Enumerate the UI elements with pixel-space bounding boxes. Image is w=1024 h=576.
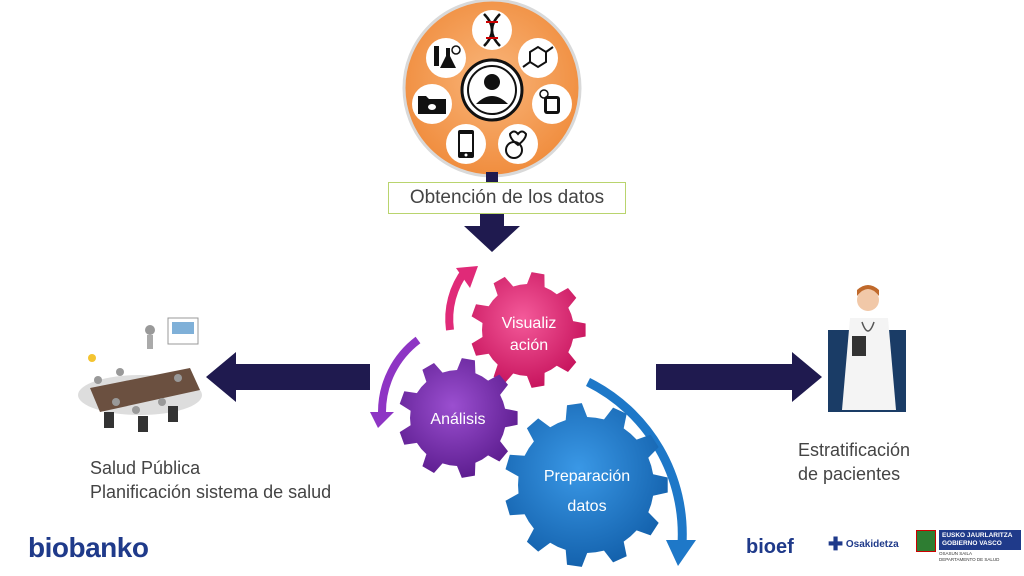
- gear-visualization-label: Visualiz ación: [484, 313, 574, 357]
- osakidetza-cross-icon: ✚: [828, 534, 844, 554]
- dna-icon: [472, 10, 512, 50]
- gear-visualization: [471, 272, 586, 388]
- gear-visualization-label-line-1: Visualiz: [501, 315, 557, 332]
- gear-preparation-label: Preparación datos: [522, 462, 652, 522]
- doctor-illustration: [828, 285, 906, 412]
- pink-arrowhead: [456, 266, 478, 288]
- coat-of-arms-icon: [916, 530, 936, 552]
- blue-arrowhead: [666, 540, 696, 566]
- blue-cycle-arrow: [585, 377, 687, 545]
- basque-government-logo: EUSKO JAURLARITZA GOBIERNO VASCO OSASUN …: [916, 530, 1021, 563]
- molecule-icon: [518, 38, 558, 78]
- phone-activity-icon: [446, 124, 486, 164]
- purple-cycle-arrow: [378, 336, 421, 413]
- bioef-logo: bioef: [746, 536, 794, 558]
- gear-pink-shape: [471, 272, 586, 388]
- public-health-caption: Salud Pública Planificación sistema de s…: [90, 456, 331, 504]
- gov-department: OSASUN SAILA DEPARTAMENTO DE SALUD: [939, 551, 1021, 563]
- patients-line: de pacientes: [798, 464, 901, 484]
- gear-preparation-label-line-1: Preparación: [543, 468, 631, 485]
- gov-line-basque: EUSKO JAURLARITZA: [942, 532, 1013, 539]
- data-acquisition-label: Obtención de los datos: [388, 182, 626, 214]
- user-icon: [460, 58, 524, 122]
- planning-line: Planificación sistema de salud: [90, 482, 332, 502]
- data-sources-wheel: [402, 0, 582, 178]
- gov-dept-spanish: DEPARTAMENTO DE SALUD: [939, 557, 1000, 562]
- folder-icon: [412, 84, 452, 124]
- lab-flask-icon: [426, 38, 466, 78]
- gov-line-spanish: GOBIERNO VASCO: [942, 540, 1002, 547]
- osakidetza-logo: ✚ Osakidetza: [828, 534, 899, 555]
- heart-clock-icon: [498, 124, 538, 164]
- gear-analysis-label: Análisis: [430, 411, 486, 428]
- biobanko-logo: biobanko: [28, 532, 149, 563]
- meeting-room-illustration: [78, 317, 202, 432]
- gov-name-box: EUSKO JAURLARITZA GOBIERNO VASCO: [939, 530, 1021, 550]
- right-arrow: [656, 352, 822, 402]
- gear-analysis: [399, 358, 518, 478]
- stratification-caption: Estratificación de pacientes: [798, 438, 910, 486]
- gear-blue-shape: [505, 403, 668, 567]
- smartwatch-icon: [532, 84, 572, 124]
- gear-visualization-label-line-2: ación: [509, 337, 549, 354]
- osakidetza-text: Osakidetza: [845, 539, 899, 551]
- down-arrow: [464, 214, 520, 252]
- stratification-line: Estratificación: [798, 440, 911, 460]
- gear-purple-shape: [399, 358, 518, 478]
- gear-preparation-label-line-2: datos: [567, 498, 607, 515]
- gov-dept-basque: OSASUN SAILA: [939, 551, 973, 556]
- purple-arrowhead: [370, 412, 394, 428]
- left-arrow: [206, 352, 370, 402]
- gear-preparation: [505, 403, 668, 567]
- public-health-line: Salud Pública: [90, 458, 201, 478]
- connector-stub: [486, 172, 498, 184]
- pink-cycle-arrow: [445, 267, 470, 331]
